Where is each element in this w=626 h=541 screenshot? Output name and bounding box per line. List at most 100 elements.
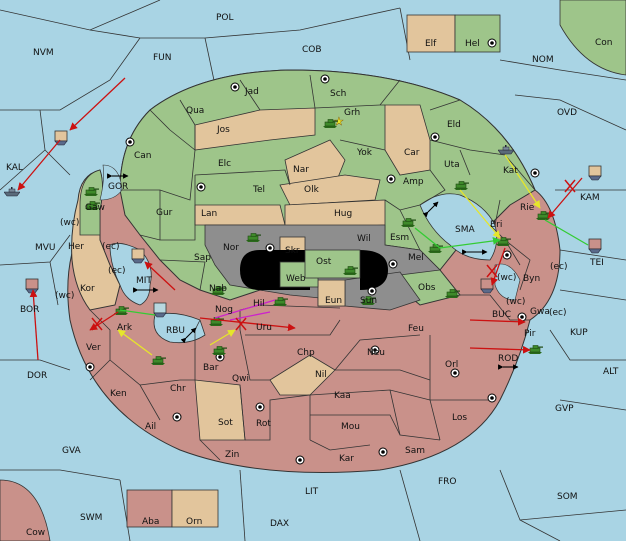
order-arrow-icon [69,77,126,131]
supply-center-icon [230,82,240,92]
ship-icon[interactable] [588,238,602,254]
supply-center-icon [388,259,398,269]
province-label: Pir [524,329,536,339]
coast-label: (wc) [60,218,79,228]
province-label: Elc [218,159,231,169]
province-nar[interactable] [284,139,346,186]
province-label: Cow [26,528,45,538]
sea-label: TEI [589,258,604,268]
crossings [107,173,519,370]
province-label: Mel [408,253,424,263]
province-label: Sun [360,296,377,306]
supply-center-icon [320,74,330,84]
province-eun-box[interactable] [317,279,346,307]
province-label: Lan [201,209,217,219]
province-olk[interactable] [279,174,381,206]
province-label: Ken [110,389,127,399]
supply-center-icon [450,368,460,378]
supply-center-icon [196,182,206,192]
province-label: Sam [405,446,425,456]
order-arrow-icon [17,139,61,191]
coast-label: (ec) [102,242,120,252]
supply-center-icon [378,447,388,457]
province-ost-black[interactable] [360,250,388,290]
province-label: Nar [293,165,309,175]
province-label: Orl [445,360,458,370]
province-label: Kaa [334,391,351,401]
sea-label: NOM [532,55,554,65]
province-label: Wil [357,234,371,244]
coast-labels: (wc) (ec) (ec) (wc) (wc) (ec) (ec) (wc) [55,218,568,318]
supply-center-icon [386,174,396,184]
sea-label: FUN [153,53,172,63]
province-label: Grh [344,108,360,118]
province-label: Zin [225,450,239,460]
ship-icon[interactable] [25,278,39,294]
province-label: Chr [170,384,186,394]
sea-label: GOR [108,182,128,192]
province-label: Qua [186,106,204,116]
province-label: Hel [465,39,480,49]
failed-order-cross-icon [564,179,576,193]
double-arrow-icon [422,201,439,218]
province-label: Con [595,38,613,48]
province-label: Sap [194,253,211,263]
province-label: Web [286,274,306,284]
failed-order-cross-icon [91,317,103,331]
province-label: Eun [325,296,342,306]
sea-label: SOM [557,492,578,502]
province-orn[interactable] [171,489,219,528]
sea-label: POL [216,13,234,23]
province-label: Sch [330,89,346,99]
sea-label: ALT [603,367,619,377]
supply-center-icon [172,412,182,422]
sea-label: OVD [557,108,577,118]
order-arrow-icon [414,227,501,249]
province-label: Chp [297,348,315,358]
supply-center-icon [430,132,440,142]
province-sot[interactable] [194,379,246,441]
supply-center-icon [517,312,527,322]
province-label: Bar [203,363,219,373]
sea-label: COB [302,45,322,55]
province-label: Sot [218,418,233,428]
sea-label: DOR [27,371,47,381]
province-nil[interactable] [269,354,336,396]
order-arrow-icon [504,154,541,209]
province-label: Her [68,242,84,252]
failed-order-cross-icon [486,264,498,278]
province-label: Uru [256,323,272,333]
order-arrow-icon [544,219,589,246]
coast-label: (wc) [497,273,516,283]
ship-icon[interactable] [131,248,145,264]
province-aba[interactable] [126,489,173,528]
province-label: Aba [142,517,159,527]
sea-label: GVA [62,446,82,456]
order-arrow-icon [144,261,176,291]
province-elf[interactable] [406,14,456,53]
supply-center-icon [530,168,540,178]
land-labels: Elf Hel Con Cow Aba Orn Jad Sch Qua Jos … [26,38,613,538]
sea-label: MIT [136,276,152,286]
supply-center-icon [125,137,135,147]
sea-label: ROD [498,354,518,364]
ship-icon[interactable] [153,302,167,318]
coast-label: (ec) [550,262,568,272]
province-label: Rie [520,203,535,213]
sea-label: KAL [6,163,23,173]
province-label: Ail [145,422,156,432]
province-label: Tel [252,185,265,195]
province-label: Olk [304,185,320,195]
province-label: Gur [156,208,173,218]
lake-buc [494,263,521,301]
province-label: Hil [253,299,265,309]
province-label: Kar [339,454,354,464]
ship-icon[interactable] [480,278,494,294]
province-label: Neu [367,348,385,358]
sea-label: DAX [270,519,289,529]
red-province-borders [89,239,531,461]
ship-icon[interactable] [588,165,602,181]
province-label: Nor [223,243,239,253]
supply-center-icon [487,38,497,48]
